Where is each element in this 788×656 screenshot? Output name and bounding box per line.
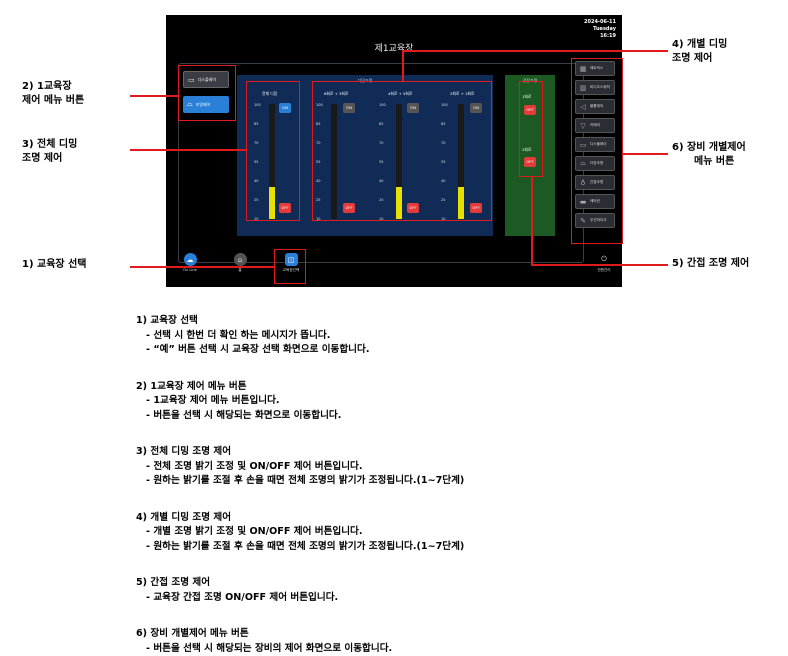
home-icon: ⌂ [234,253,247,266]
callout-4: 4) 개별 디밍 조명 제어 [672,38,727,66]
line-c5v [531,177,533,265]
line-c5h [531,264,668,266]
callout-6: 6) 장비 개별제어 메뉴 버튼 [672,141,746,169]
description-title: 1) 교육장 선택 [136,314,198,329]
online-label: On Line [178,268,202,272]
description-title: 4) 개별 디밍 조명 제어 [136,511,231,526]
callout-3-line1: 3) 전체 디밍 [22,138,77,152]
line-c4h [402,50,668,52]
line-c4v [402,50,404,81]
description-line: - 1교육장 제어 메뉴 버튼입니다. [146,394,280,409]
callout-1: 1) 교육장 선택 [22,258,87,272]
callout-3-line2: 조명 제어 [22,152,77,166]
weekday: Tuesday [584,26,616,33]
power-button[interactable]: ⏻ 전원관리 [590,253,618,273]
line-c2 [130,95,178,97]
description-line: - 버튼을 선택 시 해당되는 화면으로 이동합니다. [146,409,341,424]
callout-5: 5) 간접 조명 제어 [672,257,749,271]
datetime: 2024-06-11 Tuesday 16:19 [584,19,616,40]
line-c6 [623,153,668,155]
description-title: 5) 간접 조명 제어 [136,576,210,591]
date: 2024-06-11 [584,19,616,26]
line-c1 [130,266,274,268]
highlight-side-menu [571,58,623,244]
description-line: - 전체 조명 밝기 조정 및 ON/OFF 제어 버튼입니다. [146,460,363,475]
time: 16:19 [584,33,616,40]
callout-2-line2: 제어 메뉴 버튼 [22,94,84,108]
highlight-room-select [274,249,306,284]
highlight-zone-dimming [312,81,492,221]
home-label: 홈 [228,268,252,273]
description-title: 3) 전체 디밍 조명 제어 [136,445,231,460]
page-title: 제1교육장 [166,41,622,54]
description-line: - 교육장 간접 조명 ON/OFF 제어 버튼입니다. [146,591,338,606]
description-title: 6) 장비 개별제어 메뉴 버튼 [136,627,249,642]
power-label: 전원관리 [590,268,618,273]
callout-6-line2: 메뉴 버튼 [672,155,746,169]
description-line: - “예” 버튼 선택 시 교육장 선택 화면으로 이동합니다. [146,343,369,358]
highlight-menu [178,65,236,121]
callout-2: 2) 1교육장 제어 메뉴 버튼 [22,80,84,108]
highlight-indirect [519,81,543,177]
callout-3: 3) 전체 디밍 조명 제어 [22,138,77,166]
line-c3 [130,149,246,151]
description-title: 2) 1교육장 제어 메뉴 버튼 [136,380,247,395]
description-line: - 원하는 밝기를 조절 후 손을 때면 전체 조명의 밝기가 조정됩니다.(1… [146,474,464,489]
description-line: - 선택 시 한번 더 확인 하는 메시지가 뜹니다. [146,329,330,344]
online-status: ☁ On Line [178,253,202,272]
description-line: - 버튼을 선택 시 해당되는 장비의 제어 화면으로 이동합니다. [146,642,392,656]
callout-4-line1: 4) 개별 디밍 [672,38,727,52]
home-button[interactable]: ⌂ 홈 [228,253,252,273]
callout-4-line2: 조명 제어 [672,52,727,66]
callout-2-line1: 2) 1교육장 [22,80,84,94]
description-line: - 원하는 밝기를 조절 후 손을 때면 전체 조명의 밝기가 조정됩니다.(1… [146,540,464,555]
callout-6-line1: 6) 장비 개별제어 [672,141,746,155]
description-line: - 개별 조명 밝기 조정 및 ON/OFF 제어 버튼입니다. [146,525,363,540]
cloud-icon: ☁ [184,253,197,266]
highlight-total-dimming [246,81,300,221]
